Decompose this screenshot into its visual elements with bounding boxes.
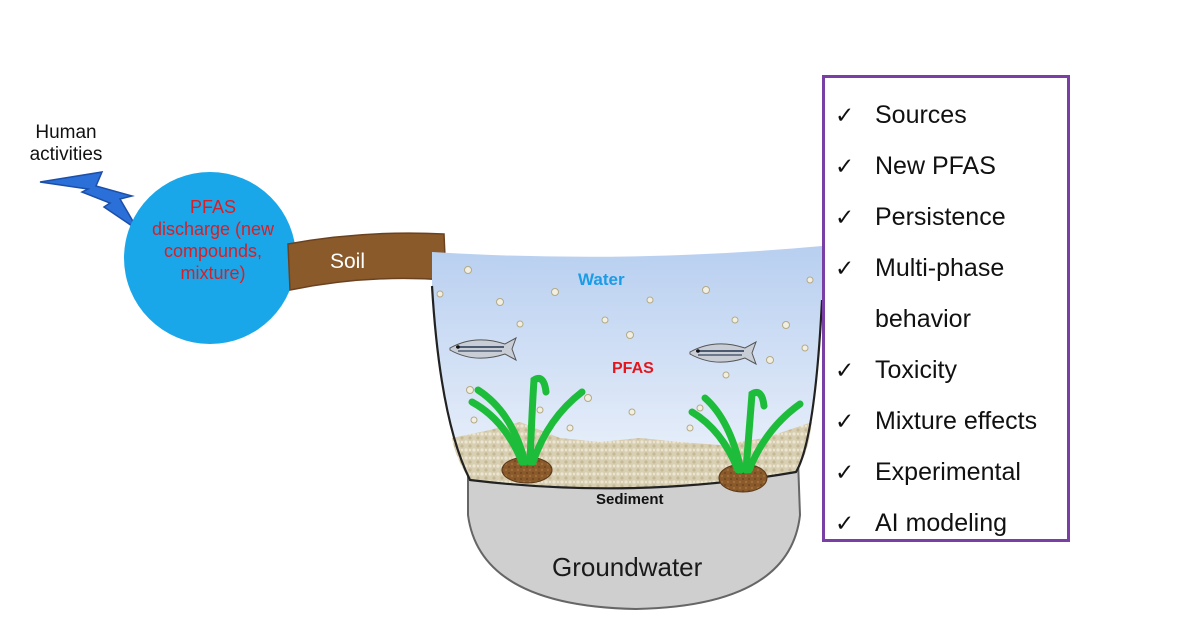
check-icon: ✓ [835,204,855,230]
checklist-item-behavior: behavior [875,305,971,333]
check-icon: ✓ [835,408,855,434]
checklist-item-multi-phase: ✓Multi-phase [835,243,1067,294]
basin-outline [430,285,824,490]
fish-icon [689,340,757,366]
water-label: Water [578,270,625,289]
check-icon: ✓ [835,510,855,536]
pfas-label: PFAS [612,360,654,377]
checklist-item-experimental: ✓Experimental [835,447,1067,498]
checklist-item-mixture-effects: ✓Mixture effects [835,396,1067,447]
groundwater-layer [467,459,802,611]
pfas-particles [436,266,814,432]
checklist-item-sources: ✓Sources [835,90,1067,141]
check-icon: ✓ [835,255,855,281]
research-checklist: ✓Sources ✓New PFAS ✓Persistence ✓Multi-p… [822,75,1070,542]
check-icon: ✓ [835,153,855,179]
plant-icon [688,389,804,493]
checklist-item-toxicity: ✓Toxicity [835,345,1067,396]
plant-icon [468,375,586,484]
groundwater-label: Groundwater [552,552,703,582]
soil-label: Soil [330,250,366,273]
pfas-discharge-label: PFAS discharge (new compounds, mixture) [151,197,275,283]
check-icon: ✓ [835,102,855,128]
lightning-icon [39,171,139,231]
checklist-item-new-pfas: ✓New PFAS [835,141,1067,192]
checklist-item-persistence: ✓Persistence [835,192,1067,243]
sediment-label: Sediment [596,491,664,508]
fish-icon [449,336,517,362]
discharge-circle [124,172,296,344]
human-activities-label: Human activities [29,122,103,165]
checklist-item-ai-modeling: ✓AI modeling [835,498,1067,549]
soil-pipe [287,232,447,291]
check-icon: ✓ [835,459,855,485]
check-icon: ✓ [835,357,855,383]
